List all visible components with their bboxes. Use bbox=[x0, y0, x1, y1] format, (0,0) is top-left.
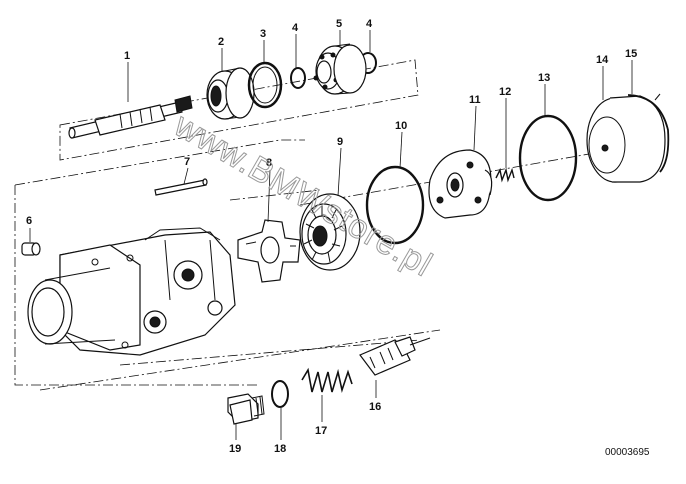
callout-label: 18 bbox=[274, 443, 286, 455]
callout-label: 9 bbox=[337, 136, 343, 148]
callout-19: 19 bbox=[229, 424, 241, 455]
input-shaft bbox=[68, 95, 193, 139]
callout-label: 10 bbox=[395, 120, 407, 132]
callout-13: 13 bbox=[538, 72, 550, 116]
callout-label: 4 bbox=[366, 18, 373, 30]
valve-spring bbox=[301, 367, 353, 393]
callout-label: 7 bbox=[184, 156, 190, 168]
control-valve bbox=[359, 336, 431, 376]
plug-o-ring bbox=[271, 380, 289, 408]
snap-ring bbox=[247, 61, 283, 109]
callout-2: 2 bbox=[218, 36, 224, 72]
callout-14: 14 bbox=[596, 54, 609, 100]
assembly-guide-lines bbox=[14, 59, 641, 391]
callout-label: 5 bbox=[336, 18, 342, 30]
callout-7: 7 bbox=[183, 156, 190, 185]
cam-plate bbox=[237, 219, 301, 283]
callout-label: 8 bbox=[266, 157, 272, 169]
callout-5: 5 bbox=[336, 18, 342, 46]
callout-12: 12 bbox=[499, 86, 511, 168]
callout-label: 4 bbox=[292, 22, 299, 34]
callout-label: 3 bbox=[260, 28, 266, 40]
callout-8: 8 bbox=[266, 157, 272, 223]
callout-15: 15 bbox=[625, 48, 637, 94]
circlip-a bbox=[290, 67, 306, 89]
callout-label: 13 bbox=[538, 72, 550, 84]
document-number: 00003695 bbox=[605, 447, 650, 458]
callout-16: 16 bbox=[369, 380, 381, 413]
callout-6: 6 bbox=[26, 215, 32, 242]
callout-label: 16 bbox=[369, 401, 381, 413]
callout-18: 18 bbox=[274, 408, 286, 455]
cover-o-ring bbox=[518, 114, 578, 202]
callout-label: 2 bbox=[218, 36, 224, 48]
small-plug bbox=[21, 242, 41, 256]
callout-label: 17 bbox=[315, 425, 327, 437]
callout-label: 15 bbox=[625, 48, 637, 60]
callout-label: 19 bbox=[229, 443, 241, 455]
steering-gear-housing bbox=[27, 227, 236, 356]
large-o-ring bbox=[365, 165, 425, 245]
callout-4a: 4 bbox=[292, 22, 299, 68]
callout-3: 3 bbox=[260, 28, 266, 64]
callout-label: 6 bbox=[26, 215, 32, 227]
callout-10: 10 bbox=[395, 120, 407, 169]
pump-rotor bbox=[299, 193, 361, 271]
callout-label: 12 bbox=[499, 86, 511, 98]
end-cover bbox=[586, 95, 666, 183]
ball-bearing bbox=[313, 43, 367, 95]
threaded-plug bbox=[227, 393, 265, 425]
callout-4b: 4 bbox=[366, 18, 373, 52]
callout-17: 17 bbox=[315, 395, 327, 437]
callout-label: 11 bbox=[469, 94, 481, 106]
callout-1: 1 bbox=[124, 50, 130, 102]
small-spring bbox=[495, 167, 515, 183]
callout-11: 11 bbox=[469, 94, 481, 151]
retaining-clip bbox=[627, 93, 670, 173]
shaft-seal bbox=[206, 67, 255, 120]
callout-label: 14 bbox=[596, 54, 609, 66]
pin bbox=[154, 178, 208, 196]
callout-9: 9 bbox=[337, 136, 343, 197]
pressure-plate bbox=[428, 149, 493, 219]
callout-label: 1 bbox=[124, 50, 130, 62]
